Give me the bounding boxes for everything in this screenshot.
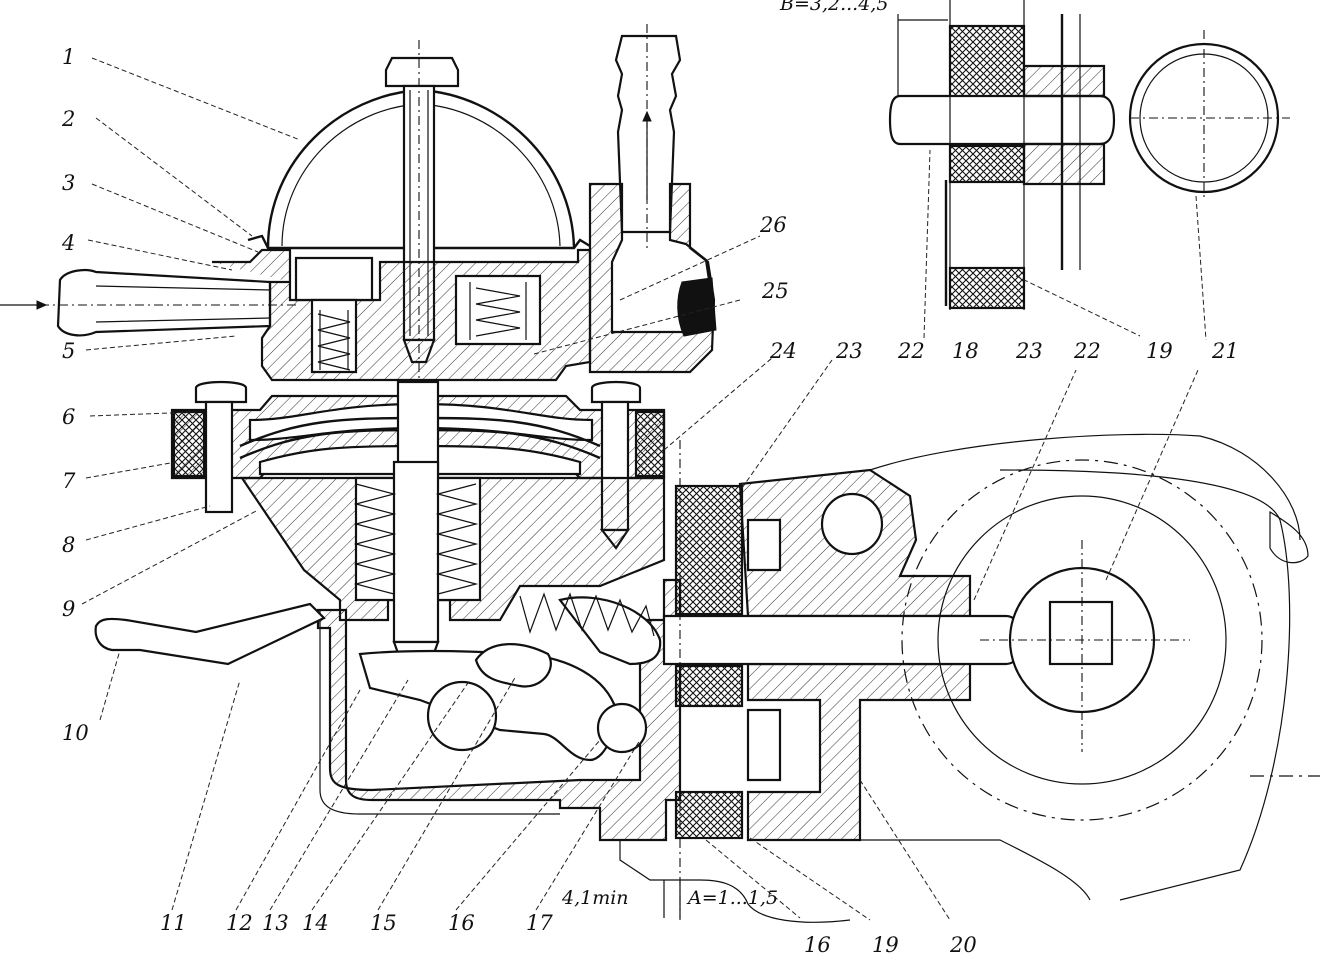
flange-screw-left [194,380,248,514]
label-2: 2 [61,107,75,131]
rocker-arm [358,596,662,762]
label-26: 26 [759,213,787,237]
diaphragm-return-spring [353,483,479,595]
label-24: 24 [769,339,797,363]
label-17: 17 [526,911,553,935]
detail-view [888,0,1290,310]
label-12: 12 [226,911,253,935]
inlet-valve-spring [317,313,351,371]
label-4: 4 [61,231,75,255]
priming-lever [94,602,326,666]
label-22-main: 22 [1073,339,1101,363]
label-23-main: 23 [835,339,863,363]
label-20: 20 [949,933,977,957]
insulating-spacer [674,484,744,840]
inlet-fitting [0,269,300,337]
dimension-b-gap: B=3,2...4,5 [779,0,888,15]
upper-housing [212,248,592,382]
label-10: 10 [62,721,89,745]
label-16: 16 [448,911,475,935]
label-25: 25 [761,279,789,303]
label-1: 1 [62,45,75,69]
dimension-a-gap: A=1...1,5 [686,887,778,909]
engine-mount-base [619,440,851,923]
diaphragm-assembly [170,380,666,480]
outlet-fitting [588,24,717,374]
label-19-lower: 19 [872,933,899,957]
label-15: 15 [370,911,397,935]
label-9: 9 [62,597,75,621]
label-18-detail: 18 [952,339,979,363]
label-23-detail: 23 [1015,339,1043,363]
label-16-lower: 16 [804,933,831,957]
leader-lines [81,57,1207,921]
label-19-detail: 19 [1146,339,1173,363]
outlet-valve-spring [475,287,521,337]
label-13: 13 [262,911,289,935]
label-3: 3 [62,171,75,195]
label-11: 11 [160,911,187,935]
label-22-detail: 22 [897,339,925,363]
label-7: 7 [62,469,76,493]
label-6: 6 [62,405,75,429]
label-8: 8 [62,533,75,557]
label-21: 21 [1211,339,1239,363]
mounting-block [738,468,972,842]
pushrod [662,614,1022,666]
label-5: 5 [62,339,75,363]
label-14: 14 [302,911,329,935]
dimension-labels: B=3,2...4,5 4,1min A=1...1,5 [561,0,888,909]
dimension-min-gap: 4,1min [561,887,629,909]
part-labels: 1 2 3 4 5 6 7 8 9 10 11 12 13 14 15 16 1… [61,45,1239,957]
camshaft-eccentric [860,433,1320,901]
lever-spring [519,592,655,637]
